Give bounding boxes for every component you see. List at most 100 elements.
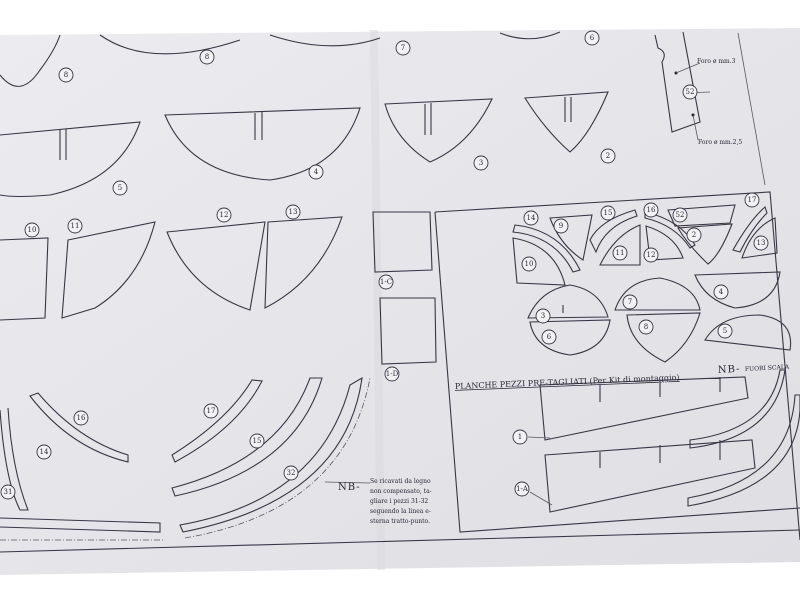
label-number: 15	[253, 437, 262, 445]
label-number: 52	[686, 88, 695, 96]
piece-label: 14	[523, 210, 539, 226]
label-number: 14	[527, 214, 536, 222]
piece-label: 17	[744, 192, 760, 208]
label-circle	[216, 207, 232, 223]
frame-1d	[379, 297, 437, 365]
piece-label: 7	[622, 294, 638, 310]
label-circle	[73, 410, 89, 426]
piece-label: 7	[395, 40, 411, 56]
label-number: 10	[525, 260, 534, 268]
piece-label: 12	[216, 207, 232, 223]
label-circle	[643, 202, 659, 218]
piece-label: 3	[473, 155, 489, 171]
piece-label: 5	[112, 180, 128, 196]
label-number: 13	[757, 239, 766, 247]
label-number: 52	[676, 211, 685, 219]
piece-label: 11	[612, 245, 628, 261]
label-number: 12	[647, 251, 656, 259]
label-circle	[67, 218, 83, 234]
piece-label: 13	[753, 235, 769, 251]
label-circle	[384, 366, 400, 382]
label-circle	[512, 429, 528, 445]
label-number: 11	[616, 249, 625, 257]
piece-label: 6	[541, 329, 557, 345]
piece-label: 15	[600, 205, 616, 221]
frame-13	[264, 216, 343, 309]
piece-label: 31	[0, 484, 16, 500]
piece-label: 8	[638, 319, 654, 335]
label-number: 17	[748, 196, 757, 204]
label-circle	[672, 207, 688, 223]
label-number: 1-C	[380, 278, 392, 286]
label-circle	[686, 227, 702, 243]
nb-note: Se ricavati da legno non compensato, ta-…	[370, 478, 432, 525]
label-number: 32	[287, 469, 296, 477]
label-number: 2	[606, 152, 610, 160]
piece-31	[0, 517, 161, 533]
piece-label: 15	[249, 433, 265, 449]
label-number: 31	[4, 488, 13, 496]
label-circle	[682, 84, 698, 100]
label-number: 5	[723, 327, 727, 335]
label-circle	[395, 40, 411, 56]
label-circle	[535, 308, 551, 324]
frame-8	[99, 34, 241, 55]
label-circle	[744, 192, 760, 208]
piece-label: 9	[553, 218, 569, 234]
label-number: 10	[28, 226, 37, 234]
piece-label: 1	[512, 429, 528, 445]
label-number: 16	[647, 206, 656, 214]
label-number: 7	[628, 298, 632, 306]
piece-label: 14	[36, 444, 52, 460]
piece-label: 4	[713, 284, 729, 300]
label-number: 8	[64, 71, 68, 79]
label-circle	[717, 323, 733, 339]
label-circle	[473, 155, 489, 171]
label-circle	[514, 481, 530, 497]
label-circle	[523, 210, 539, 226]
label-number: 16	[77, 414, 86, 422]
piece-label: 8	[58, 67, 74, 83]
label-number: 12	[220, 211, 229, 219]
piece-label: 11	[67, 218, 83, 234]
nb-line: sterna tratto-punto.	[370, 518, 430, 525]
paper-sheet	[0, 28, 800, 575]
piece-15	[171, 377, 323, 497]
label-circle	[308, 164, 324, 180]
frame-5-slot	[59, 129, 67, 160]
label-circle	[0, 484, 16, 500]
paper-fold-shadow	[370, 30, 385, 570]
hole-note-1: Foro ø mm.3	[697, 58, 736, 65]
label-number: 11	[71, 222, 80, 230]
nb-line: gliare i pezzi 31-32	[370, 498, 428, 505]
label-circle	[249, 433, 265, 449]
frame-1c	[372, 211, 433, 273]
piece-17	[171, 379, 263, 463]
piece-label: 10	[521, 256, 537, 272]
frame-4	[164, 107, 361, 181]
label-circle	[600, 148, 616, 164]
frame-8-left	[0, 34, 61, 87]
label-circle	[24, 222, 40, 238]
label-number: 17	[207, 407, 216, 415]
nb-leader	[324, 481, 371, 484]
piece-label: 1-C	[378, 274, 394, 290]
piece-label: 13	[285, 204, 301, 220]
nb-prefix: NB-	[338, 482, 361, 493]
label-circle	[612, 245, 628, 261]
piece-32	[179, 376, 363, 533]
frame-52	[654, 31, 701, 133]
label-number: 4	[719, 288, 724, 296]
piece-label: 52	[672, 207, 688, 223]
label-number: 14	[40, 448, 49, 456]
label-circle	[600, 205, 616, 221]
label-circle	[638, 319, 654, 335]
label-number: 1-A	[516, 485, 529, 493]
label-circle	[58, 67, 74, 83]
piece-label: 4	[308, 164, 324, 180]
nb-line: Se ricavati da legno	[370, 478, 431, 485]
piece-label: 1-D	[384, 366, 400, 382]
piece-label: 5	[717, 323, 733, 339]
leader-line	[692, 114, 699, 141]
label-circle	[283, 465, 299, 481]
